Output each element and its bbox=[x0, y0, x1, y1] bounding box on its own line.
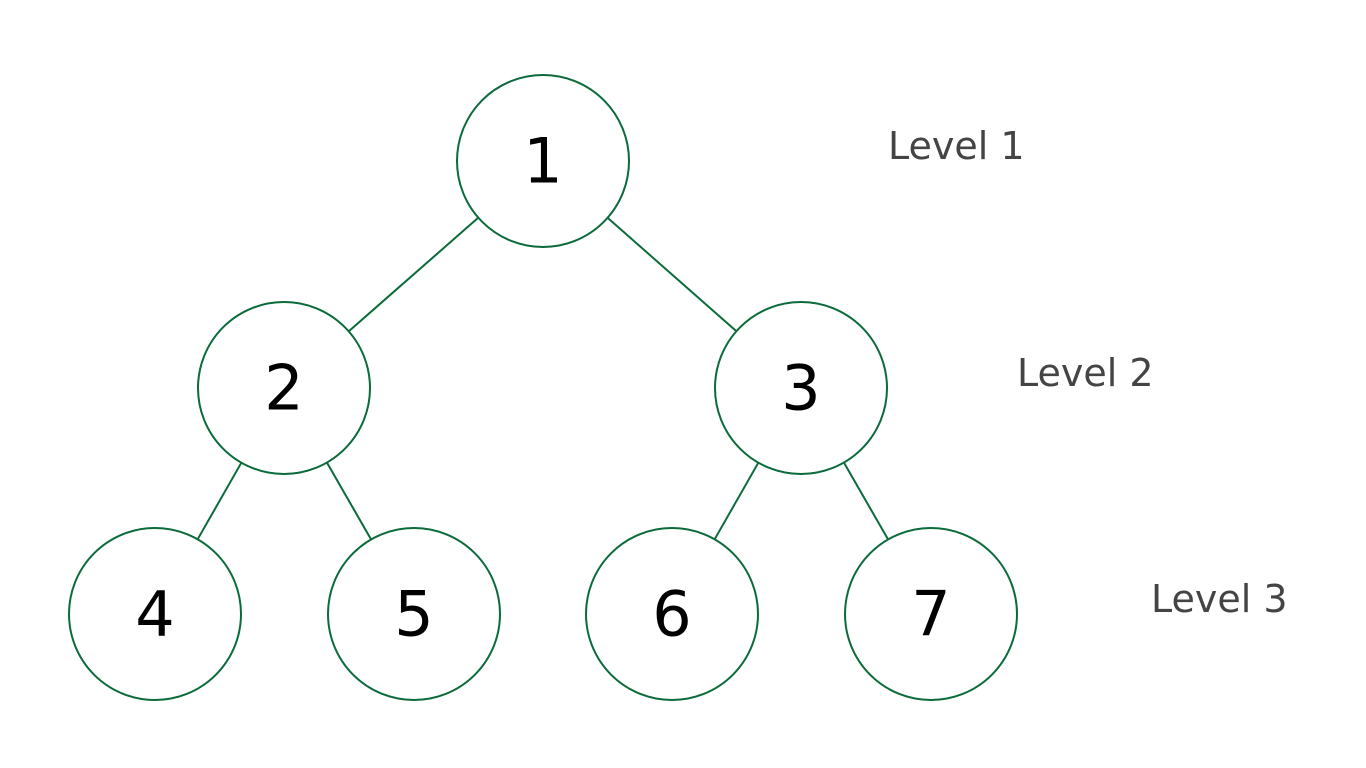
edge-1-3 bbox=[606, 217, 738, 332]
tree-node-4: 4 bbox=[68, 527, 242, 701]
level-label-3: Level 3 bbox=[1151, 577, 1288, 621]
node-label-7: 7 bbox=[911, 578, 950, 651]
node-label-6: 6 bbox=[652, 578, 691, 651]
level-label-2: Level 2 bbox=[1017, 351, 1154, 395]
tree-node-1: 1 bbox=[456, 74, 630, 248]
node-circle-1 bbox=[456, 74, 630, 248]
tree-node-6: 6 bbox=[585, 527, 759, 701]
level-labels: Level 1 Level 2 Level 3 bbox=[888, 124, 1288, 621]
node-circle-6 bbox=[585, 527, 759, 701]
node-label-1: 1 bbox=[523, 125, 562, 198]
edge-3-7 bbox=[843, 462, 889, 540]
edge-1-2 bbox=[348, 216, 479, 333]
level-label-1: Level 1 bbox=[888, 124, 1025, 168]
node-circle-7 bbox=[844, 527, 1018, 701]
node-label-4: 4 bbox=[135, 578, 174, 651]
node-circle-3 bbox=[714, 301, 888, 475]
tree-node-7: 7 bbox=[844, 527, 1018, 701]
tree-node-5: 5 bbox=[327, 527, 501, 701]
edge-2-4 bbox=[196, 462, 243, 540]
edges-layer bbox=[196, 216, 889, 540]
nodes-layer: 1 2 3 4 5 6 7 bbox=[68, 74, 1018, 701]
node-circle-2 bbox=[197, 301, 371, 475]
node-circle-5 bbox=[327, 527, 501, 701]
node-circle-4 bbox=[68, 527, 242, 701]
node-label-5: 5 bbox=[394, 578, 433, 651]
tree-node-3: 3 bbox=[714, 301, 888, 475]
tree-node-2: 2 bbox=[197, 301, 371, 475]
node-label-2: 2 bbox=[264, 352, 303, 425]
edge-3-6 bbox=[713, 462, 760, 540]
edge-2-5 bbox=[326, 462, 372, 540]
node-label-3: 3 bbox=[781, 352, 820, 425]
